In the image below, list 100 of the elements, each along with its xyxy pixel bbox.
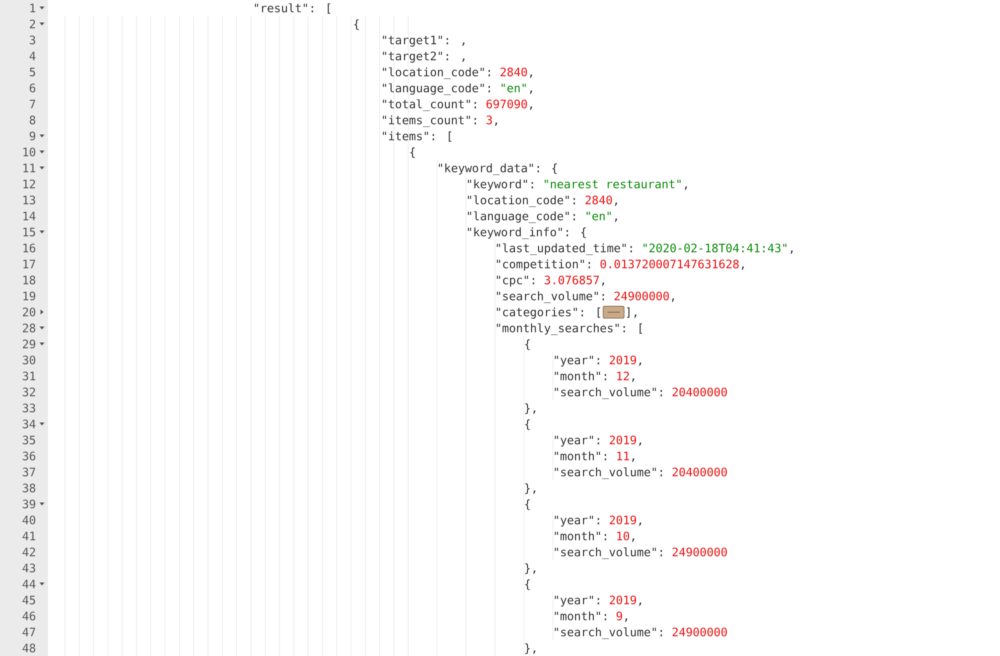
number-value: 9 [616,612,622,620]
line-number: 34 [22,420,36,428]
line-number: 29 [22,340,36,348]
number-value: 2019 [610,436,636,444]
json-key: "year": [554,356,600,367]
json-key: }, [525,483,536,494]
json-key: { [525,499,530,510]
punctuation: , [530,90,532,94]
number-value: 20400000 [672,468,727,476]
json-key: "location_code": [382,67,490,79]
json-key: "competition": [496,259,590,271]
line-number: 18 [23,276,36,284]
number-value: 20400000 [672,388,727,396]
line-number: 47 [22,628,36,636]
punctuation: , [530,106,532,110]
line-number: 10 [23,148,36,156]
line-number: 32 [22,388,36,396]
json-key: { [354,19,359,30]
number-value: 24900000 [672,628,727,636]
punctuation: , [625,618,628,622]
line-number: 38 [22,484,36,492]
line-number: 42 [22,548,36,556]
json-key: "result": [ [254,3,330,14]
punctuation: , [684,186,687,190]
line-number: 39 [22,500,36,508]
number-value: 10 [617,532,630,540]
number-value: 697090 [486,100,527,108]
line-number: 20 [22,308,36,316]
line-number: 33 [22,404,36,412]
number-value: 12 [617,372,629,380]
line-number: 7 [30,100,36,108]
string-value: "2020-02-18T04:41:43" [644,244,786,252]
punctuation: , [639,442,642,446]
json-key: "total_count": [382,99,476,111]
line-number: 8 [30,116,36,124]
json-key: { [525,419,530,430]
number-value: 0.013720007147631628 [600,260,739,268]
string-value: "en" [586,212,611,220]
json-key: "location_code": [468,195,575,207]
punctuation: , [495,122,498,126]
punctuation: , [790,250,793,254]
punctuation: , [632,538,634,542]
json-key: { [410,147,415,158]
punctuation: , [639,522,642,526]
number-value: 3 [486,116,492,124]
line-number: 40 [22,516,36,524]
line-number: 48 [22,644,36,652]
string-value: "nearest restaurant" [544,180,681,188]
line-number: 28 [22,324,36,332]
line-number: 9 [30,132,36,140]
json-key: "month": [554,371,606,380]
line-number: 4 [30,52,36,60]
line-number: 5 [30,68,36,76]
json-key: { [525,339,530,350]
number-value: 2019 [610,356,636,364]
number-value: 2840 [500,68,527,76]
json-key: "year": [554,516,600,527]
number-value: 3.076857 [544,276,599,284]
json-key: "cpc": [496,276,534,287]
line-number: 2 [30,20,36,28]
line-number: 31 [22,372,36,380]
json-key: "month": [554,451,606,460]
number-value: 2840 [586,196,612,204]
line-number: 11 [23,164,36,172]
line-number: 44 [22,580,36,588]
line-number: 13 [23,196,36,204]
number-value: 24900000 [672,548,727,556]
line-number: 45 [22,596,36,604]
json-key: "keyword_data": { [438,163,557,175]
line-number: 35 [22,436,36,444]
json-key: "month": [554,531,606,540]
punctuation: , [632,378,634,382]
punctuation: , [639,602,642,606]
json-key: "target1": , [382,36,464,47]
json-key: "search_volume": [554,547,662,559]
json-key: "search_volume": [496,291,604,303]
json-key: "last_updated_time": [496,243,632,255]
punctuation: , [632,458,634,462]
line-number: 37 [22,468,36,476]
punctuation: , [614,202,617,206]
json-key: "search_volume": [554,627,662,639]
line-number: 1 [30,4,36,12]
json-key: "keyword_info": { [468,227,586,239]
number-value: 24900000 [614,292,669,300]
line-number: 6 [30,84,36,92]
line-number: 16 [23,244,36,252]
punctuation: , [639,362,642,366]
string-value: "en" [502,84,526,92]
json-key: "keyword": [468,179,534,191]
line-number: 3 [30,36,36,44]
punctuation: , [602,282,604,286]
json-key: "month": [554,611,606,620]
line-number: 12 [23,180,36,188]
punctuation: ], [627,307,636,318]
json-key: "monthly_searches": [ [496,323,642,335]
json-key: }, [525,643,536,654]
line-number: 41 [22,532,36,540]
punctuation: , [530,74,532,78]
line-number: 46 [22,612,36,620]
json-key: "search_volume": [554,387,662,399]
